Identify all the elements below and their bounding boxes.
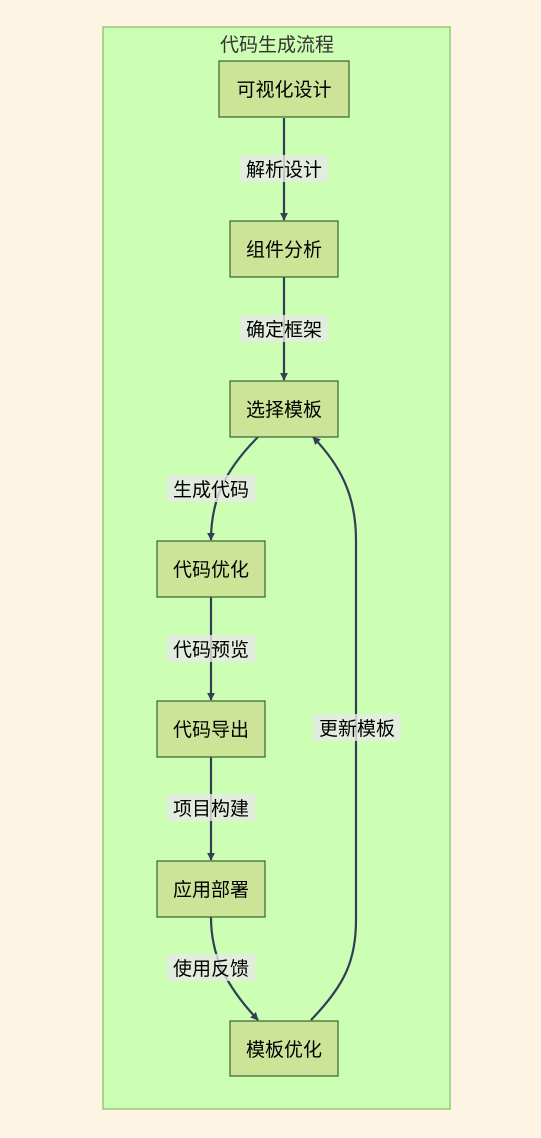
edge-label: 项目构建 <box>173 798 249 820</box>
edge-label: 生成代码 <box>173 479 249 501</box>
flow-node[interactable]: 组件分析 <box>229 220 339 278</box>
cluster-title: 代码生成流程 <box>220 34 334 56</box>
flow-node[interactable]: 代码优化 <box>156 540 266 598</box>
edge-label-group: 解析设计 <box>240 155 328 182</box>
edge-label-group: 更新模板 <box>313 714 401 741</box>
edge-label-group: 确定框架 <box>240 315 328 342</box>
node-label: 应用部署 <box>173 879 249 901</box>
cluster-box <box>102 26 451 1110</box>
flow-node[interactable]: 代码导出 <box>156 700 266 758</box>
flow-node[interactable]: 应用部署 <box>156 860 266 918</box>
node-label: 代码优化 <box>173 559 249 581</box>
edge-label: 确定框架 <box>246 319 322 341</box>
node-label: 代码导出 <box>173 719 249 741</box>
edge-label-group: 代码预览 <box>167 635 255 662</box>
edge-labels: 解析设计 确定框架 生成代码 代码预览 项目构建 使用反馈 <box>167 155 401 981</box>
edge-label: 解析设计 <box>246 159 322 181</box>
edge-label-group: 项目构建 <box>167 794 255 821</box>
node-label: 组件分析 <box>246 239 322 261</box>
edge-label-group: 生成代码 <box>167 475 255 502</box>
flow-node[interactable]: 模板优化 <box>229 1020 339 1077</box>
flow-node[interactable]: 可视化设计 <box>218 60 350 118</box>
edge-label-group: 使用反馈 <box>167 954 255 981</box>
edge-label: 代码预览 <box>173 639 249 661</box>
edge-label: 使用反馈 <box>173 958 249 980</box>
flow-node[interactable]: 选择模板 <box>229 380 339 438</box>
edge-label: 更新模板 <box>319 718 395 740</box>
node-label: 模板优化 <box>246 1039 322 1061</box>
nodes: 可视化设计 组件分析 选择模板 代码优化 代码导出 应用部署 <box>156 60 350 1077</box>
node-label: 选择模板 <box>246 399 322 421</box>
node-label: 可视化设计 <box>236 79 331 101</box>
